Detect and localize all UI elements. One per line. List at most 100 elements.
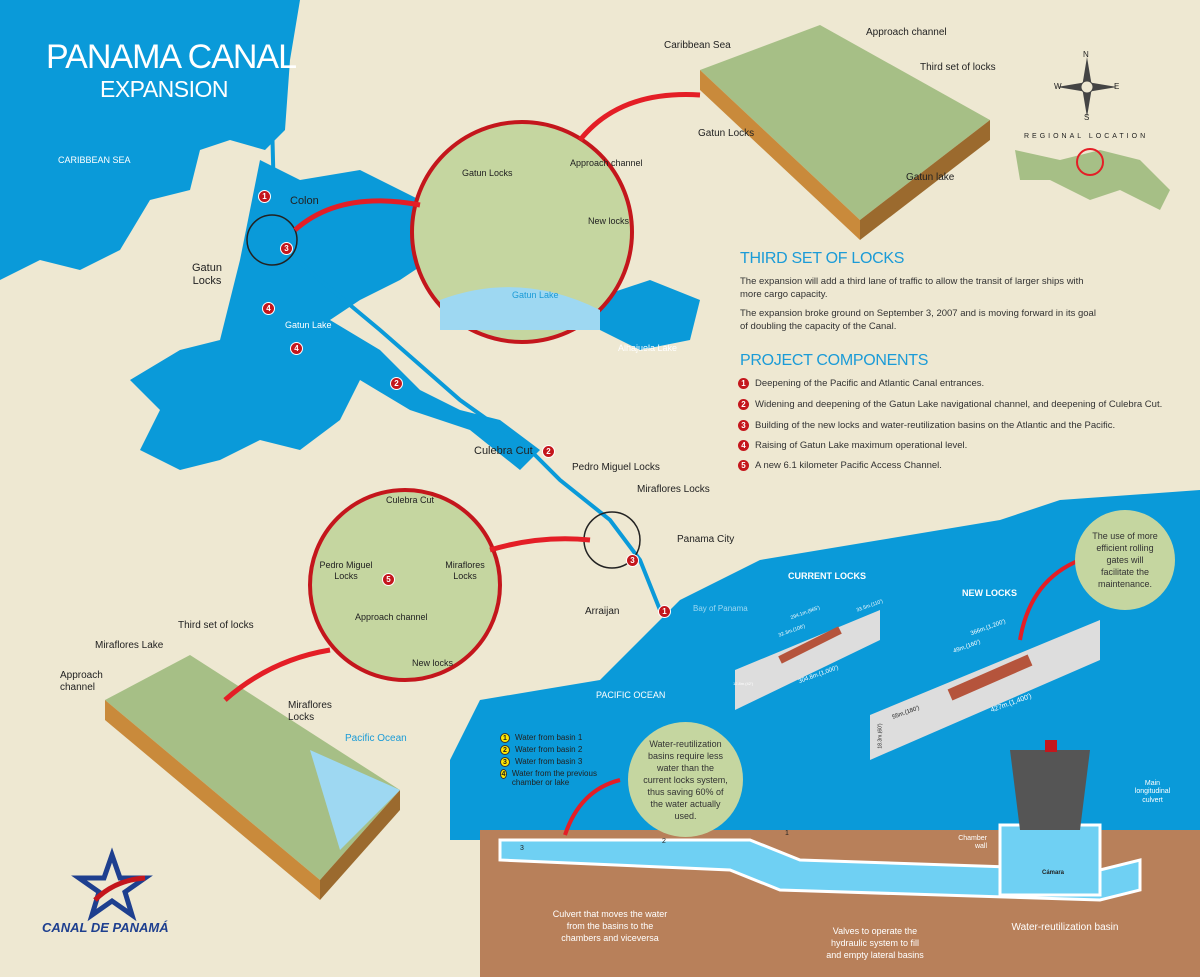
marker-2: 2	[390, 377, 403, 390]
label-caribbean-sea: CARIBBEAN SEA	[58, 155, 131, 165]
locator-circle-atlantic	[246, 214, 298, 266]
water-legend-item: 4 Water from the previous chamber or lake	[500, 769, 600, 787]
number-badge: 2	[738, 399, 749, 410]
compass-s: S	[1084, 113, 1090, 122]
label-gatun-locks: Gatun Locks	[192, 262, 222, 288]
inset1-gatun-locks: Gatun Locks	[462, 168, 513, 178]
label-colon: Colon	[290, 195, 319, 207]
label-panama-city: Panama City	[677, 534, 735, 545]
block2-miraflores-lake: Miraflores Lake	[95, 640, 164, 651]
component-text: A new 6.1 kilometer Pacific Access Chann…	[755, 460, 942, 471]
label-pedro-miguel-locks: Pedro Miguel Locks	[572, 462, 660, 473]
label-culebra-cut: Culebra Cut	[474, 445, 533, 457]
water-legend-item: 2 Water from basin 2	[500, 745, 582, 755]
basin-callout: Water-reutilization basin	[1011, 922, 1119, 933]
arrow-to-inset-atlantic	[293, 198, 421, 232]
gates-note: The use of more efficient rolling gates …	[1075, 510, 1175, 610]
label-miraflores-locks: Miraflores Locks	[637, 484, 710, 495]
current-lock-model	[735, 610, 880, 710]
culvert-callout: Culvert that moves the water from the ba…	[552, 909, 668, 943]
marker-1: 1	[258, 190, 271, 203]
block1-gatun-locks: Gatun Locks	[698, 128, 755, 139]
regional-map	[1015, 150, 1170, 210]
legend-text: Water from the previous chamber or lake	[511, 769, 597, 787]
label-pacific-ocean: PACIFIC OCEAN	[596, 690, 666, 700]
yellow-badge: 3	[500, 757, 510, 767]
inset1-approach-channel: Approach channel	[570, 158, 643, 168]
block2-pacific-ocean: Pacific Ocean	[345, 733, 407, 744]
inset1-new-locks: New locks	[588, 216, 630, 226]
marker-3b: 3	[626, 554, 639, 567]
inset1-gatun-lake: Gatun Lake	[512, 290, 559, 300]
label-alhajuela-lake: Alhajuela Lake	[618, 343, 678, 353]
yellow-badge: 4	[500, 769, 507, 779]
inset-atlantic	[410, 120, 634, 344]
marker-3: 3	[280, 242, 293, 255]
label-arraijan: Arraijan	[585, 606, 620, 617]
regional-highlight	[1076, 148, 1104, 176]
inset-atlantic-lake	[440, 287, 600, 330]
compass-e: E	[1114, 82, 1120, 91]
main-culvert-label: Main longitudinal culvert	[1134, 780, 1171, 804]
block2-third-set: Third set of locks	[178, 620, 254, 631]
label-bay-of-panama: Bay of Panama	[693, 604, 748, 613]
new-depth: 18.3m.(60')	[877, 723, 884, 749]
component-item: 3 Building of the new locks and water-reu…	[738, 420, 1115, 431]
basin-2-label: 2	[662, 838, 666, 845]
block-pacific	[105, 655, 400, 880]
inset2-new-locks: New locks	[412, 658, 454, 668]
block1-approach-channel: Approach channel	[866, 27, 947, 38]
legend-text: Water from basin 2	[515, 745, 583, 754]
label-gatun-lake: Gatun Lake	[285, 320, 332, 330]
marker-5: 5	[382, 573, 395, 586]
number-badge: 1	[738, 378, 749, 389]
marker-4: 4	[262, 302, 275, 315]
yellow-badge: 2	[500, 745, 510, 755]
component-item: 5 A new 6.1 kilometer Pacific Access Chan…	[738, 460, 942, 471]
component-text: Building of the new locks and water-reut…	[755, 420, 1116, 431]
block2-miraflores-locks: Miraflores Locks	[288, 700, 332, 723]
culvert-channel	[498, 838, 1142, 902]
marker-1b: 1	[658, 605, 671, 618]
chamber-wall-label: Chamber wall	[958, 835, 987, 851]
legend-text: Water from basin 3	[515, 757, 583, 766]
third-set-p1: The expansion will add a third lane of t…	[740, 276, 1084, 300]
new-locks-label: NEW LOCKS	[962, 588, 1017, 598]
inset2-miraflores: Miraflores Locks	[445, 560, 485, 581]
block1-caribbean-sea: Caribbean Sea	[664, 40, 731, 51]
arrow-to-inset-pacific	[489, 536, 591, 553]
new-ship	[947, 654, 1033, 701]
basin-1-label: 1	[785, 830, 789, 837]
ship-funnel	[1045, 740, 1057, 752]
page-subtitle: EXPANSION	[100, 76, 229, 102]
legend-text: Water from basin 1	[515, 733, 583, 742]
arrow-to-block-atlantic	[578, 92, 701, 142]
component-item: 4 Raising of Gatun Lake maximum operation…	[738, 440, 967, 451]
arrow-to-gates-note	[1018, 558, 1081, 641]
caribbean-sea	[0, 0, 300, 280]
number-badge: 3	[738, 420, 749, 431]
marker-4b: 4	[290, 342, 303, 355]
number-badge: 5	[738, 460, 749, 471]
canal-logo-text: CANAL DE PANAMÁ	[42, 920, 169, 935]
marker-2b: 2	[542, 445, 555, 458]
regional-location-label: REGIONAL LOCATION	[1024, 133, 1149, 140]
camara-label: Cámara	[1042, 870, 1065, 876]
components-heading: PROJECT COMPONENTS	[740, 352, 929, 369]
component-text: Raising of Gatun Lake maximum operationa…	[755, 440, 968, 451]
compass-n: N	[1083, 50, 1089, 59]
inset2-pedro-miguel: Pedro Miguel Locks	[319, 560, 373, 581]
alhajuela-lake	[590, 280, 700, 350]
water-legend-item: 3 Water from basin 3	[500, 757, 582, 767]
canal-route	[268, 39, 662, 611]
inset2-culebra-cut: Culebra Cut	[386, 495, 435, 505]
component-text: Deepening of the Pacific and Atlantic Ca…	[755, 378, 985, 389]
third-set-p2: The expansion broke ground on September …	[740, 308, 1096, 332]
third-set-heading: THIRD SET OF LOCKS	[740, 250, 905, 267]
compass-w: W	[1054, 82, 1062, 91]
inset-pacific	[308, 488, 502, 682]
number-badge: 4	[738, 440, 749, 451]
